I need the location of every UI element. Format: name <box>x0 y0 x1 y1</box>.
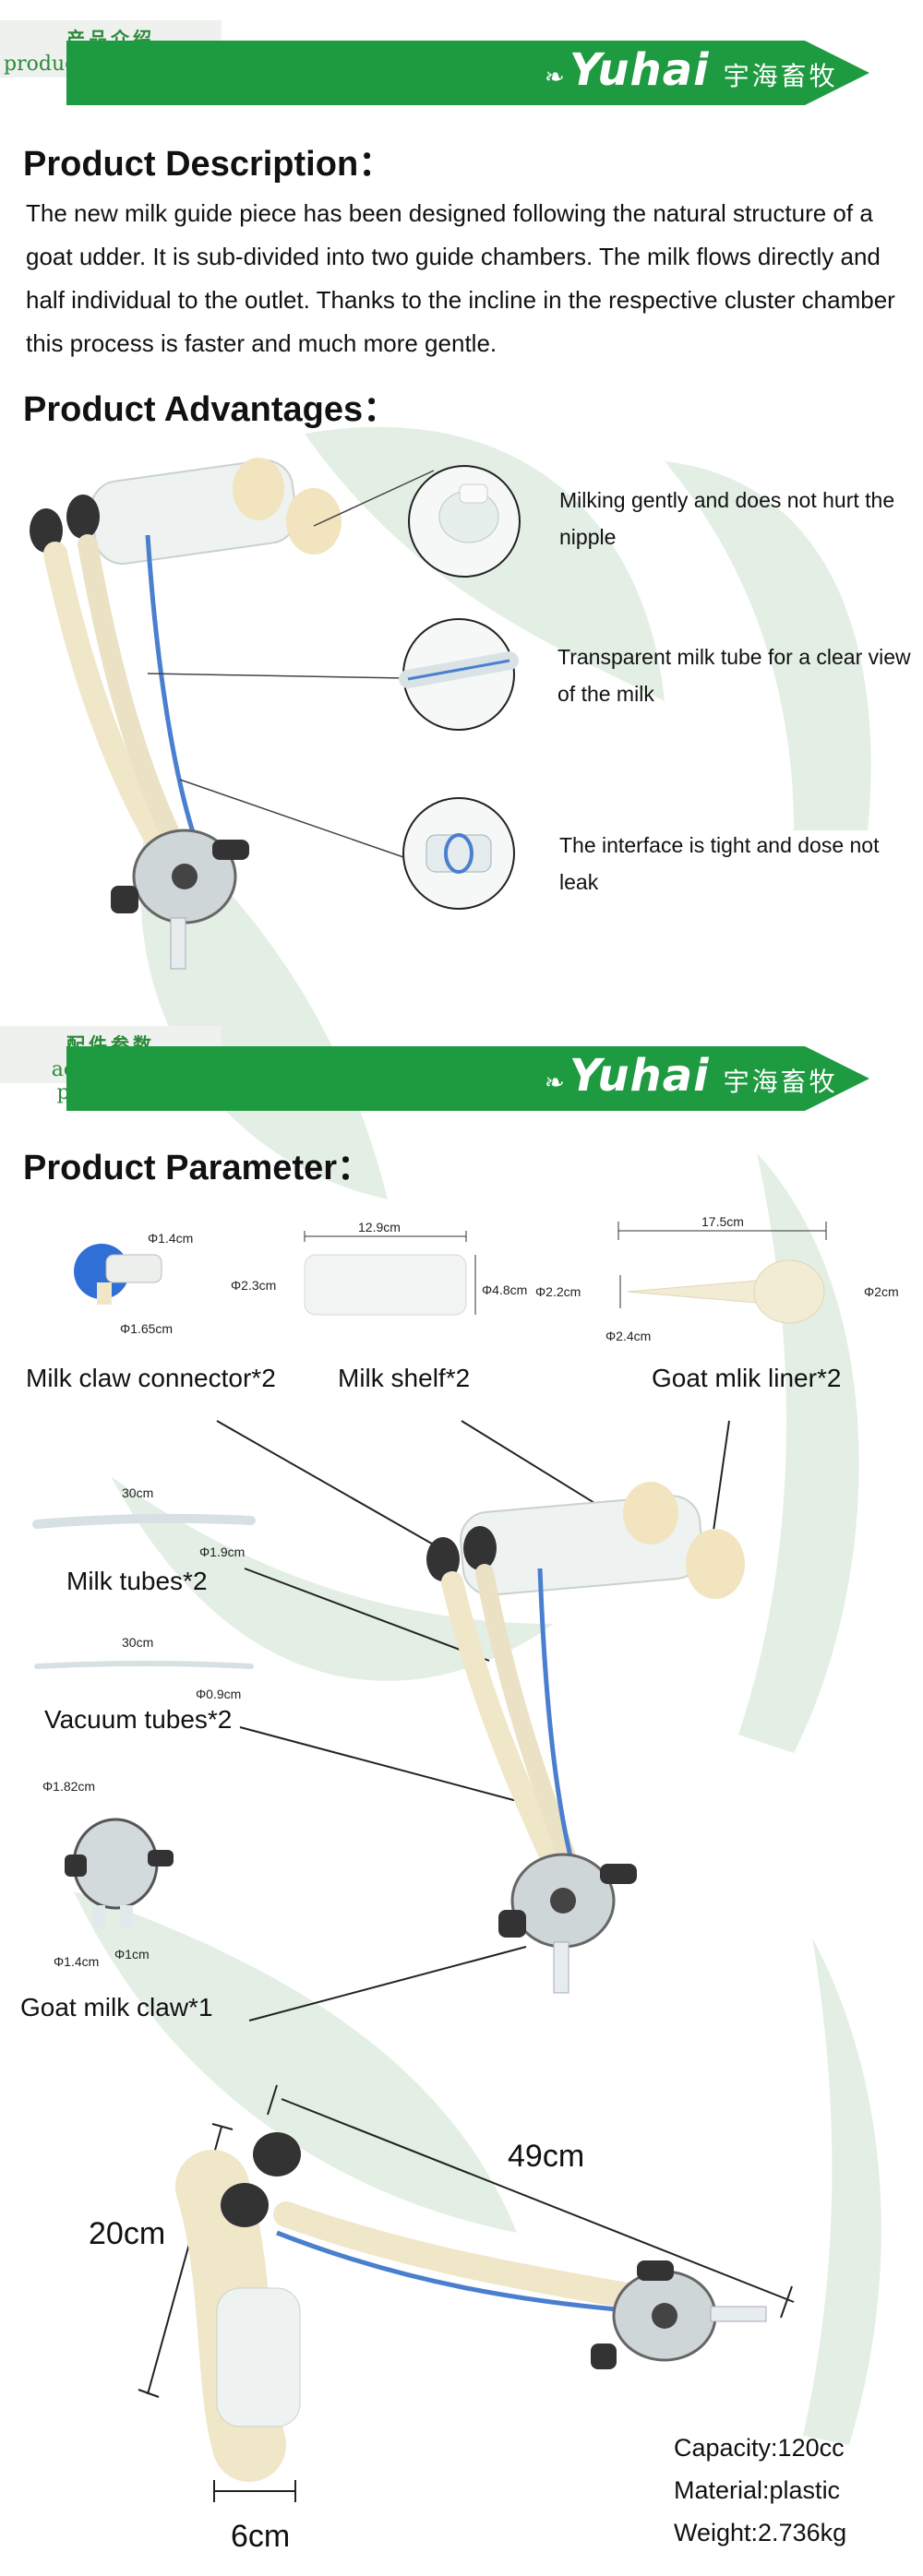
advantage-text-2: Transparent milk tube for a clear view o… <box>557 645 911 706</box>
brand-banner-bar <box>66 41 869 105</box>
claw-dim-1: Φ1.82cm <box>42 1779 96 1794</box>
brand-logo-text: Yuhai <box>569 44 710 96</box>
connector-dim-2: Φ1.65cm <box>120 1321 174 1336</box>
milk-tube-image <box>32 1513 256 1529</box>
connector-label: Milk claw connector*2 <box>26 1364 276 1392</box>
dimension-width: 6cm <box>231 2519 291 2554</box>
shelf-dim-1: Φ2.3cm <box>231 1278 277 1293</box>
detail-tube-circle <box>399 618 519 731</box>
advantages-title: Product Advantages： <box>23 390 399 429</box>
brand-logo: ❧ Yuhai 宇海畜牧 <box>545 44 838 96</box>
spec-material: Material:plastic <box>674 2476 841 2504</box>
brand-name-cn: 宇海畜牧 <box>723 61 838 91</box>
spec-capacity: Capacity:120cc <box>674 2434 845 2462</box>
shelf-dim-length: 12.9cm <box>358 1220 401 1234</box>
spec-list: Capacity:120cc Material:plastic Weight:2… <box>674 2427 846 2554</box>
liner-dim-3: Φ2.4cm <box>605 1329 652 1343</box>
leaf-icon: ❧ <box>545 64 565 91</box>
liner-image <box>617 1222 827 1324</box>
brand-logo: ❧ Yuhai 宇海畜牧 <box>545 1050 838 1102</box>
connector-image <box>74 1244 162 1305</box>
cluster-illustration <box>30 458 435 970</box>
vacuum-tube-image <box>34 1661 254 1669</box>
advantage-text-1: Milking gently and does not hurt the nip… <box>559 488 895 549</box>
spec-weight: Weight:2.736kg <box>674 2519 847 2546</box>
advantage-text-3: The interface is tight and dose not leak <box>559 833 880 894</box>
vacuum-tube-dim-d: Φ0.9cm <box>196 1687 242 1701</box>
parameter-title: Product Parameter： <box>23 1149 373 1187</box>
dimension-diagram <box>138 2084 795 2502</box>
dimension-height: 20cm <box>89 2216 166 2251</box>
dimension-length: 49cm <box>508 2139 585 2174</box>
detail-interface-circle <box>402 797 515 910</box>
detail-liner-circle <box>408 465 521 578</box>
assembled-cluster <box>216 1420 745 2021</box>
milk-tube-dim-d: Φ1.9cm <box>199 1544 246 1559</box>
liner-dim-2: Φ2cm <box>864 1284 899 1299</box>
shelf-dim-2: Φ4.8cm <box>482 1282 528 1297</box>
description-title: Product Description： <box>23 145 394 184</box>
liner-dim-length: 17.5cm <box>701 1214 744 1229</box>
brand-name-cn: 宇海畜牧 <box>723 1067 838 1097</box>
vacuum-tube-label: Vacuum tubes*2 <box>44 1705 233 1734</box>
description-text: The new milk guide piece has been design… <box>26 199 895 357</box>
vacuum-tube-dim-length: 30cm <box>122 1635 154 1650</box>
claw-image <box>65 1818 174 1928</box>
brand-banner-bar <box>66 1046 869 1111</box>
claw-dim-2: Φ1.4cm <box>54 1954 100 1969</box>
liner-dim-1: Φ2.2cm <box>535 1284 581 1299</box>
milk-tube-label: Milk tubes*2 <box>66 1567 208 1595</box>
claw-label: Goat milk claw*1 <box>20 1993 213 2021</box>
brand-logo-text: Yuhai <box>569 1050 710 1102</box>
shelf-image <box>304 1231 476 1316</box>
liner-label: Goat mlik liner*2 <box>652 1364 842 1392</box>
shelf-label: Milk shelf*2 <box>338 1364 471 1392</box>
leaf-icon: ❧ <box>545 1069 565 1097</box>
milk-tube-dim-length: 30cm <box>122 1485 154 1500</box>
claw-dim-3: Φ1cm <box>114 1947 150 1962</box>
connector-dim-1: Φ1.4cm <box>148 1231 194 1246</box>
